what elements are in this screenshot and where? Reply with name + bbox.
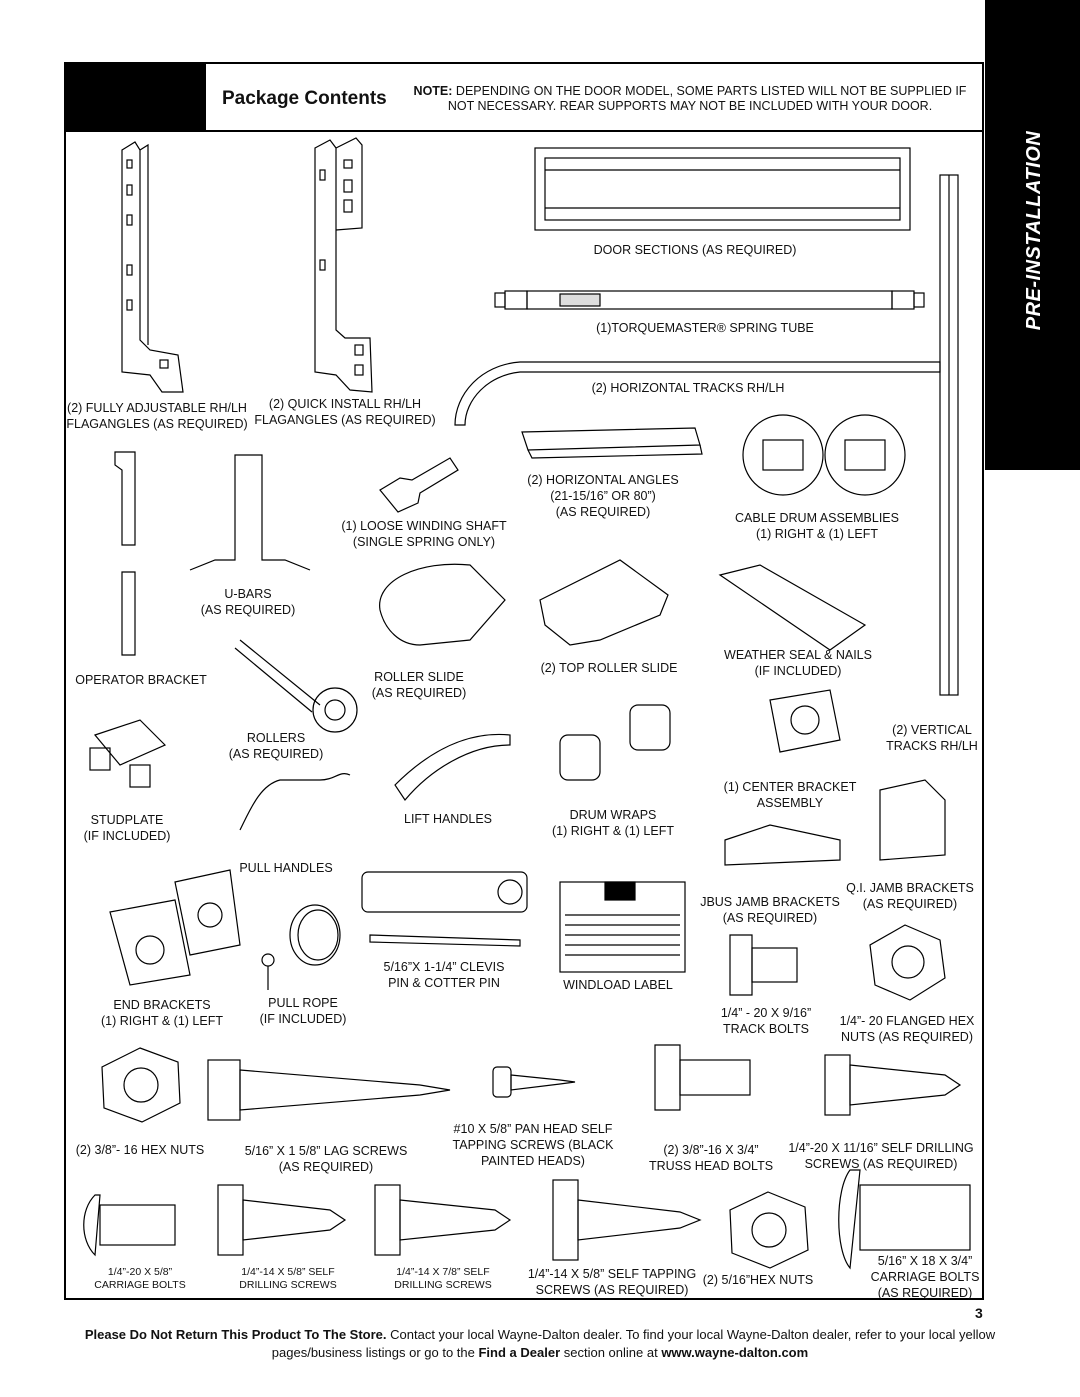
drill-screw-small-illustration xyxy=(217,1184,347,1256)
contents-frame xyxy=(64,62,984,1300)
hex-nut-small-illustration xyxy=(729,1191,809,1269)
page-title: Package Contents xyxy=(222,88,387,109)
qi-jamb-bracket-illustration xyxy=(879,779,946,861)
label-door-sections: DOOR SECTIONS (AS REQUIRED) xyxy=(593,243,797,257)
label-end-brackets: END BRACKETS(1) RIGHT & (1) LEFT xyxy=(100,998,224,1028)
label-operator-bracket: OPERATOR BRACKET xyxy=(75,673,207,687)
label-lag-screws: 5/16” X 1 5/8” LAG SCREWS(AS REQUIRED) xyxy=(244,1144,408,1174)
quick-install-flagangle-illustration xyxy=(314,137,373,393)
drill-screw-large-illustration xyxy=(374,1184,512,1256)
label-roller-slide: ROLLER SLIDE(AS REQUIRED) xyxy=(371,670,467,700)
cable-drum-illustration xyxy=(742,414,906,496)
label-lift-handles: LIFT HANDLES xyxy=(404,812,492,826)
spring-tube-illustration xyxy=(494,290,925,310)
lag-screw-illustration xyxy=(207,1059,451,1121)
carriage-bolt-illustration xyxy=(83,1194,176,1257)
studplate-illustration xyxy=(89,719,167,788)
lift-handle-illustration xyxy=(394,733,511,802)
footer-text-2: section online at xyxy=(560,1345,662,1360)
windload-label-illustration xyxy=(559,881,686,973)
label-top-roller-slide: (2) TOP ROLLER SLIDE xyxy=(540,661,678,675)
u-bar-illustration xyxy=(189,454,311,571)
winding-shaft-illustration xyxy=(379,457,459,513)
label-truss-head: (2) 3/8”-16 X 3/4”TRUSS HEAD BOLTS xyxy=(648,1143,774,1173)
fully-adjustable-flagangle-illustration xyxy=(121,141,184,393)
jbus-jamb-bracket-illustration xyxy=(724,824,841,866)
footer-text-1: Contact your local Wayne-Dalton dealer. … xyxy=(271,1327,996,1360)
drum-wrap-illustration xyxy=(559,704,671,781)
footer-find-dealer: Find a Dealer xyxy=(478,1345,561,1360)
footer: Please Do Not Return This Product To The… xyxy=(60,1326,1020,1362)
label-u-bars: U-BARS(AS REQUIRED) xyxy=(200,587,296,617)
section-tab xyxy=(985,0,1080,470)
label-pull-rope: PULL ROPE(IF INCLUDED) xyxy=(259,996,347,1026)
header-divider xyxy=(64,130,984,132)
weather-seal-illustration xyxy=(718,564,867,651)
pull-handle-illustration xyxy=(239,773,351,831)
roller-slide-illustration xyxy=(379,563,506,646)
clevis-pin-illustration xyxy=(361,871,528,947)
self-drilling-screw-illustration xyxy=(824,1054,962,1116)
label-hex-nuts-3-8: (2) 3/8”- 16 HEX NUTS xyxy=(75,1143,205,1157)
label-horizontal-angles: (2) HORIZONTAL ANGLES(21-15/16” OR 80”)(… xyxy=(527,473,679,519)
label-winding-shaft: (1) LOOSE WINDING SHAFT(SINGLE SPRING ON… xyxy=(341,519,507,549)
label-pull-handles: PULL HANDLES xyxy=(239,861,333,875)
horizontal-angle-illustration xyxy=(521,427,703,459)
top-roller-slide-illustration xyxy=(539,559,669,646)
label-horizontal-tracks: (2) HORIZONTAL TRACKS RH/LH xyxy=(591,381,785,395)
label-weather-seal: WEATHER SEAL & NAILS(IF INCLUDED) xyxy=(724,648,872,678)
truss-head-bolt-illustration xyxy=(654,1044,751,1111)
label-hex-nuts-5-16: (2) 5/16”HEX NUTS xyxy=(702,1273,814,1287)
label-carriage-bolts-small: 1/4”-20 X 5/8”CARRIAGE BOLTS xyxy=(94,1266,186,1291)
vertical-track-illustration xyxy=(939,174,959,696)
door-section-illustration xyxy=(534,147,911,231)
footer-lead: Please Do Not Return This Product To The… xyxy=(84,1327,387,1342)
label-rollers: ROLLERS(AS REQUIRED) xyxy=(228,731,324,761)
operator-bracket-illustration xyxy=(114,451,136,656)
carriage-bolt-large-illustration xyxy=(838,1169,971,1270)
note-label: NOTE: xyxy=(413,84,453,98)
header-note: NOTE: DEPENDING ON THE DOOR MODEL, SOME … xyxy=(405,84,975,114)
label-jbus-jamb: JBUS JAMB BRACKETS(AS REQUIRED) xyxy=(700,895,840,925)
label-cable-drum: CABLE DRUM ASSEMBLIES(1) RIGHT & (1) LEF… xyxy=(735,511,899,541)
pan-head-screw-illustration xyxy=(492,1066,576,1098)
hex-nut-illustration xyxy=(101,1047,181,1123)
center-bracket-illustration xyxy=(769,689,841,753)
header-black-block xyxy=(64,62,206,130)
end-bracket-illustration xyxy=(109,869,241,986)
flanged-hex-nut-illustration xyxy=(869,924,946,1001)
note-text: DEPENDING ON THE DOOR MODEL, SOME PARTS … xyxy=(447,84,967,113)
label-drum-wraps: DRUM WRAPS(1) RIGHT & (1) LEFT xyxy=(551,808,675,838)
page-number: 3 xyxy=(975,1305,983,1321)
label-carriage-bolts-large: 5/16” X 18 X 3/4”CARRIAGE BOLTS(AS REQUI… xyxy=(870,1254,980,1300)
roller-illustration xyxy=(234,639,358,733)
self-tapping-screw-illustration xyxy=(552,1179,702,1261)
pull-rope-illustration xyxy=(261,904,341,990)
track-bolt-illustration xyxy=(729,934,798,996)
label-qi-jamb: Q.I. JAMB BRACKETS(AS REQUIRED) xyxy=(846,881,974,911)
label-studplate: STUDPLATE(IF INCLUDED) xyxy=(83,813,171,843)
label-track-bolts: 1/4” - 20 X 9/16”TRACK BOLTS xyxy=(720,1006,812,1036)
label-windload: WINDLOAD LABEL xyxy=(563,978,673,992)
footer-website-link[interactable]: www.wayne-dalton.com xyxy=(661,1345,809,1360)
label-spring-tube: (1)TORQUEMASTER® SPRING TUBE xyxy=(596,321,814,335)
